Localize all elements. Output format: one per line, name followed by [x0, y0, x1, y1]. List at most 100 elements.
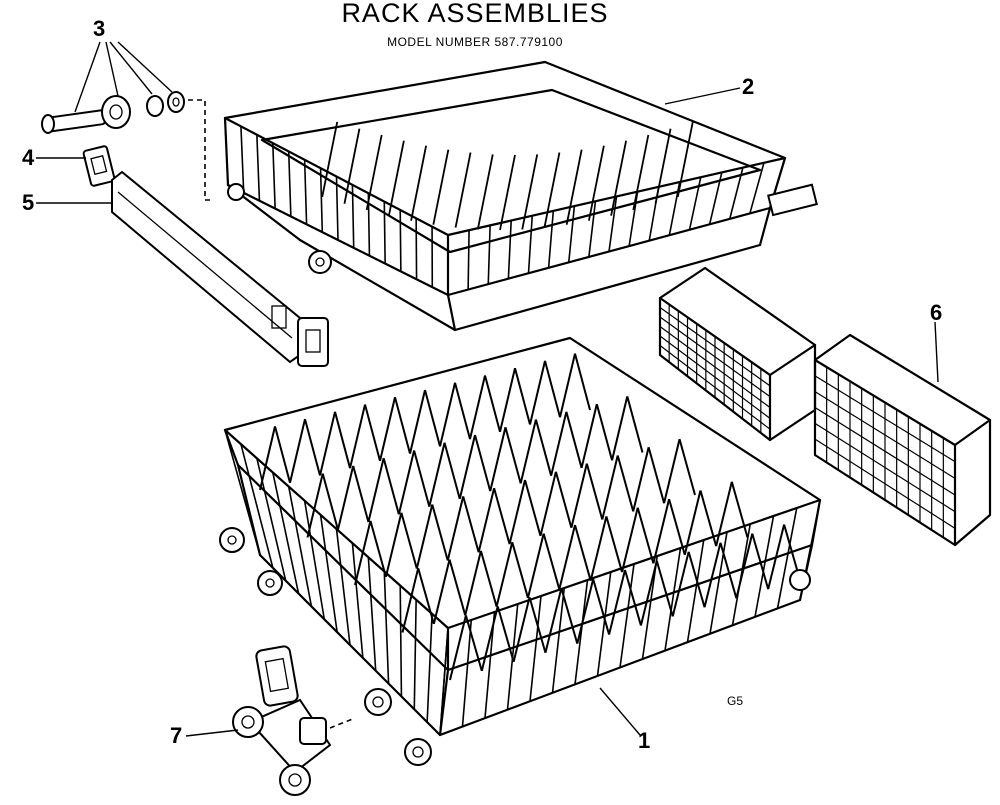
- rack-wire: [367, 557, 377, 671]
- rack-wire: [479, 550, 498, 607]
- rack-wire: [458, 434, 476, 500]
- rack-wire: [446, 496, 465, 561]
- rack-wire: [287, 486, 313, 607]
- rack-wire: [659, 307, 771, 387]
- rack-wire: [443, 442, 461, 500]
- rack-wire: [319, 168, 324, 233]
- rack-wire: [814, 406, 956, 496]
- rack-wire: [664, 547, 682, 651]
- rack-wire: [610, 140, 627, 216]
- rack-wire: [595, 403, 614, 461]
- rack-wire: [256, 134, 261, 201]
- rack-wire: [335, 528, 351, 646]
- rack-wire: [439, 382, 456, 447]
- rack-wire: [686, 539, 705, 643]
- rack-wire: [399, 209, 402, 272]
- rack-wire: [574, 524, 592, 581]
- rack-wire: [454, 152, 472, 228]
- rack-wire: [306, 473, 324, 538]
- rack-wire: [616, 455, 635, 512]
- rack-wire: [639, 560, 658, 626]
- rack-wire: [467, 230, 470, 290]
- rack-wire: [611, 396, 629, 461]
- rack-wire: [304, 418, 321, 476]
- upper-rack-part: [223, 60, 818, 332]
- rack-wire: [480, 606, 499, 672]
- rack-wire: [671, 551, 690, 617]
- roller-hardware-part: [41, 91, 185, 134]
- track-part: [111, 170, 329, 367]
- rack-wire: [367, 457, 385, 523]
- assembly-dashed-line: [188, 99, 212, 201]
- rack-wire: [814, 391, 956, 479]
- rack-wire: [596, 571, 612, 677]
- rack-wire: [749, 162, 765, 214]
- rack-wire: [524, 479, 542, 537]
- end-cap-part: [82, 145, 116, 187]
- rack-wire: [543, 152, 561, 228]
- rack-wire: [351, 184, 355, 248]
- rack-wire: [224, 429, 261, 556]
- rack-wire: [484, 375, 501, 433]
- rack-wire: [461, 619, 473, 727]
- leader-2: [664, 87, 741, 105]
- rack-wire: [655, 560, 674, 617]
- rack-wire: [728, 167, 744, 220]
- rack-wire: [354, 520, 372, 586]
- rack-wire: [687, 551, 706, 608]
- model-number: MODEL NUMBER 587.779100: [387, 35, 563, 49]
- rack-wire: [632, 134, 650, 211]
- rack-wire: [399, 585, 403, 697]
- rack-wire: [719, 542, 738, 599]
- rack-wire: [424, 389, 441, 447]
- rack-wire: [400, 512, 418, 569]
- rack-wire: [388, 140, 405, 216]
- rack-wire: [287, 151, 292, 217]
- rack-wire: [776, 507, 798, 609]
- rack-wire: [730, 481, 749, 538]
- rack-wire: [601, 455, 619, 520]
- rack-wire: [621, 507, 639, 573]
- rack-wire: [410, 145, 427, 221]
- rack-wire: [289, 418, 306, 483]
- callout-1: 1: [638, 728, 651, 753]
- rack-wire: [428, 442, 446, 507]
- rack-wire: [369, 520, 387, 578]
- callout-6: 6: [930, 300, 943, 325]
- rack-wire: [608, 196, 618, 252]
- wheel-assembly-part: [232, 645, 332, 796]
- rack-wire: [499, 154, 516, 231]
- rack-wire: [652, 498, 671, 564]
- rack-wire: [379, 397, 396, 462]
- rack-wire: [589, 516, 608, 581]
- rack-wire: [413, 599, 417, 710]
- rack-wire: [678, 438, 696, 496]
- rack-wire: [559, 353, 576, 418]
- rack-wire: [534, 419, 553, 476]
- rack-wire: [382, 457, 400, 515]
- rack-wire: [709, 531, 728, 634]
- rack-wire: [321, 473, 339, 531]
- callout-5: 5: [22, 190, 35, 215]
- rack-wire: [335, 176, 339, 241]
- rack-wire: [576, 578, 595, 644]
- rack-wire: [529, 595, 542, 702]
- rack-wire: [668, 498, 686, 556]
- rack-wire: [349, 404, 366, 469]
- rack-wire: [628, 191, 639, 247]
- rack-wire: [574, 579, 589, 685]
- lower-rack-part: [219, 336, 822, 766]
- rack-wire: [432, 559, 451, 625]
- rack-wire: [431, 504, 449, 561]
- rack-wire: [240, 126, 245, 193]
- rack-wire: [668, 181, 681, 236]
- rack-wire: [272, 472, 300, 594]
- rack-wire: [439, 627, 449, 736]
- rack-wire: [364, 404, 381, 462]
- rack-wire: [551, 587, 566, 693]
- rack-wire: [676, 121, 694, 198]
- rack-wire: [462, 496, 480, 553]
- rack-wire: [688, 177, 702, 230]
- callout-7: 7: [170, 723, 183, 748]
- rack-wire: [683, 490, 702, 556]
